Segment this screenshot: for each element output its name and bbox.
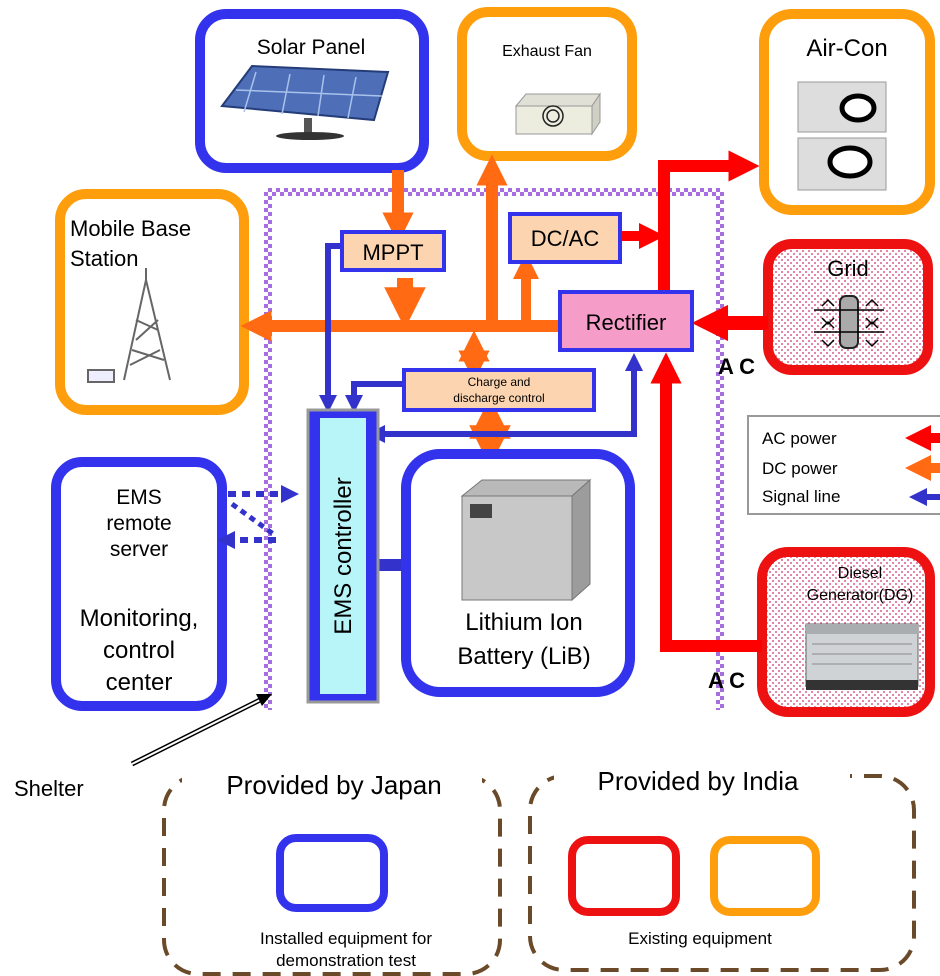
mobile-base-station-label-2: Station: [70, 246, 139, 271]
battery-label-1: Lithium Ion: [465, 609, 582, 636]
generator-icon: [805, 623, 919, 690]
monitoring-label-1: Monitoring,: [80, 605, 199, 632]
japan-swatch-blue: [276, 834, 388, 912]
monitoring-label-2: control: [103, 637, 175, 664]
battery-icon: [460, 478, 592, 602]
india-swatch-red: [568, 836, 680, 916]
japan-caption-2: demonstration test: [276, 951, 416, 970]
ems-remote-label-3: server: [110, 538, 168, 561]
exhaust-fan-label: Exhaust Fan: [502, 43, 592, 60]
ems-controller-box: EMS controller: [306, 408, 380, 704]
ems-remote-label-2: remote: [106, 512, 171, 535]
exhaust-fan-box: Exhaust Fan: [457, 7, 637, 161]
mppt-label: MPPT: [362, 240, 423, 265]
dc-ac-label: DC/AC: [531, 226, 600, 251]
india-swatch-orange: [710, 836, 820, 916]
india-title: Provided by India: [598, 766, 799, 796]
diesel-label-1: Diesel: [838, 565, 882, 582]
rectifier-box: Rectifier: [558, 290, 694, 352]
mppt-box: MPPT: [340, 230, 446, 272]
signal-lines: [217, 243, 643, 571]
diesel-label-2: Generator(DG): [807, 587, 914, 604]
signal-mppt-ems: [319, 243, 340, 413]
grid-label: Grid: [827, 256, 869, 281]
solar-panel-box: Solar Panel: [195, 9, 429, 173]
provided-by-india-panel: Provided by India Existing equipment: [528, 760, 916, 972]
solar-panel-icon: [220, 64, 390, 140]
lithium-battery-box: Lithium Ion Battery (LiB): [401, 449, 635, 697]
legend-signal-label: Signal line: [762, 487, 840, 506]
mobile-base-station-box: Mobile Base Station: [55, 189, 249, 415]
solar-panel-label: Solar Panel: [257, 36, 366, 59]
ems-remote-server-box: EMS remote server Monitoring, control ce…: [51, 457, 227, 711]
mobile-base-station-label-1: Mobile Base: [70, 216, 191, 241]
signal-ems-rectifier: [367, 353, 643, 443]
air-con-box: Air-Con: [759, 9, 935, 215]
provided-by-japan-panel: Provided by Japan Installed equipment fo…: [162, 760, 502, 976]
ems-remote-label-1: EMS: [116, 486, 162, 509]
ac-power-lines: [622, 150, 768, 652]
monitoring-label-3: center: [106, 669, 173, 696]
ac-label-dg: A C: [708, 668, 745, 693]
signal-charge-ems: [345, 381, 404, 413]
japan-caption-1: Installed equipment for: [260, 929, 432, 948]
fan-icon: [514, 92, 601, 136]
legend: AC power DC power Signal line: [747, 415, 940, 515]
charge-control-label-2: discharge control: [453, 391, 544, 405]
shelter-pointer: [130, 694, 272, 767]
charge-control-box: Charge and discharge control: [402, 368, 596, 412]
india-caption: Existing equipment: [628, 929, 772, 948]
legend-dc-label: DC power: [762, 459, 838, 478]
shelter-label: Shelter: [14, 776, 84, 801]
rectifier-label: Rectifier: [586, 310, 667, 335]
ac-dg-to-rectifier: [650, 352, 762, 652]
grid-box: Grid: [763, 239, 933, 375]
legend-ac-label: AC power: [762, 429, 837, 448]
diesel-generator-box: Diesel Generator(DG): [757, 547, 935, 717]
air-con-label: Air-Con: [806, 35, 887, 62]
ems-controller-label: EMS controller: [330, 477, 357, 634]
battery-label-2: Battery (LiB): [457, 643, 590, 670]
grid-tower-icon: [814, 295, 884, 349]
ac-label-grid: A C: [718, 354, 755, 379]
cell-tower-icon: [87, 268, 171, 383]
charge-control-label-1: Charge and: [468, 375, 531, 389]
remote-signal-cross: [230, 501, 278, 539]
ac-to-air-con: [658, 150, 760, 292]
japan-title: Provided by Japan: [226, 770, 441, 800]
dc-ac-box: DC/AC: [508, 212, 622, 264]
air-con-unit-icon: [797, 81, 887, 191]
